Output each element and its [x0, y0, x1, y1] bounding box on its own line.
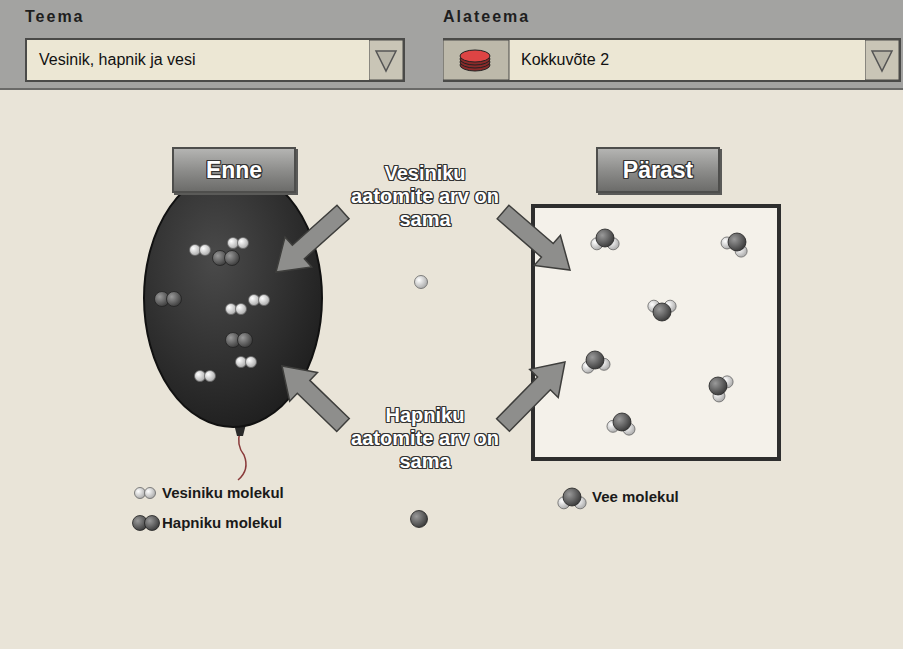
legend-text: Vee molekul — [592, 488, 679, 505]
hydrogen-atom — [415, 276, 428, 289]
oxygen-atom — [411, 511, 428, 528]
dropdown-field: TeemaVesinik, hapnik ja vesi — [25, 8, 405, 84]
oxygen-atom — [167, 292, 182, 307]
callout-arrow — [497, 362, 565, 431]
dropdown-field: AlateemaKokkuvõte 2 — [443, 8, 901, 84]
hydrogen-atom — [259, 295, 270, 306]
callout-arrow — [282, 366, 349, 431]
dropdown-button — [369, 40, 403, 80]
hydrogen-atom — [135, 488, 146, 499]
dropdown-box: Vesinik, hapnik ja vesi — [25, 38, 405, 82]
callout-arrows — [276, 205, 570, 431]
molecules — [133, 229, 748, 531]
oxygen-atom — [145, 516, 160, 531]
product-box — [533, 206, 779, 459]
hydrogen-atom — [195, 371, 206, 382]
hydrogen-atom — [246, 357, 257, 368]
oxygen-atom — [709, 377, 727, 395]
top-bar — [0, 0, 903, 90]
hydrogen-atom — [226, 304, 237, 315]
hydrogen-atom — [205, 371, 216, 382]
hydrogen-atom — [236, 304, 247, 315]
field-label: Alateema — [443, 8, 901, 26]
dropdown-value: Vesinik, hapnik ja vesi — [39, 51, 196, 69]
heading-button: Pärast — [596, 147, 720, 193]
dropdown-box: Kokkuvõte 2 — [443, 38, 901, 82]
legend-text: Vesiniku molekul — [162, 484, 284, 501]
dropdown-value: Kokkuvõte 2 — [521, 51, 609, 69]
oxygen-atom — [613, 413, 631, 431]
oxygen-atom — [563, 488, 581, 506]
callout-text: Vesiniku aatomite arv on sama — [350, 162, 500, 231]
callout-arrow — [276, 205, 349, 272]
oxygen-atom — [238, 333, 253, 348]
hydrogen-atom — [238, 238, 249, 249]
callout-text: Hapniku aatomite arv on sama — [350, 404, 500, 473]
hydrogen-atom — [236, 357, 247, 368]
hydrogen-atom — [190, 245, 201, 256]
legend-text: Hapniku molekul — [162, 514, 282, 531]
oxygen-atom — [728, 233, 746, 251]
oxygen-atom — [596, 229, 614, 247]
button-label: Enne — [206, 157, 262, 184]
field-label: Teema — [25, 8, 405, 26]
hydrogen-atom — [249, 295, 260, 306]
oxygen-atom — [653, 303, 671, 321]
oxygen-atom — [225, 251, 240, 266]
coin-icon — [443, 40, 513, 80]
hydrogen-atom — [145, 488, 156, 499]
hydrogen-atom — [200, 245, 211, 256]
heading-button: Enne — [172, 147, 296, 193]
balloon — [144, 169, 322, 480]
callout-arrow — [497, 205, 570, 270]
bar-edge — [0, 88, 903, 90]
button-label: Pärast — [623, 157, 693, 184]
oxygen-atom — [586, 351, 604, 369]
hydrogen-atom — [228, 238, 239, 249]
dropdown-button — [865, 40, 899, 80]
